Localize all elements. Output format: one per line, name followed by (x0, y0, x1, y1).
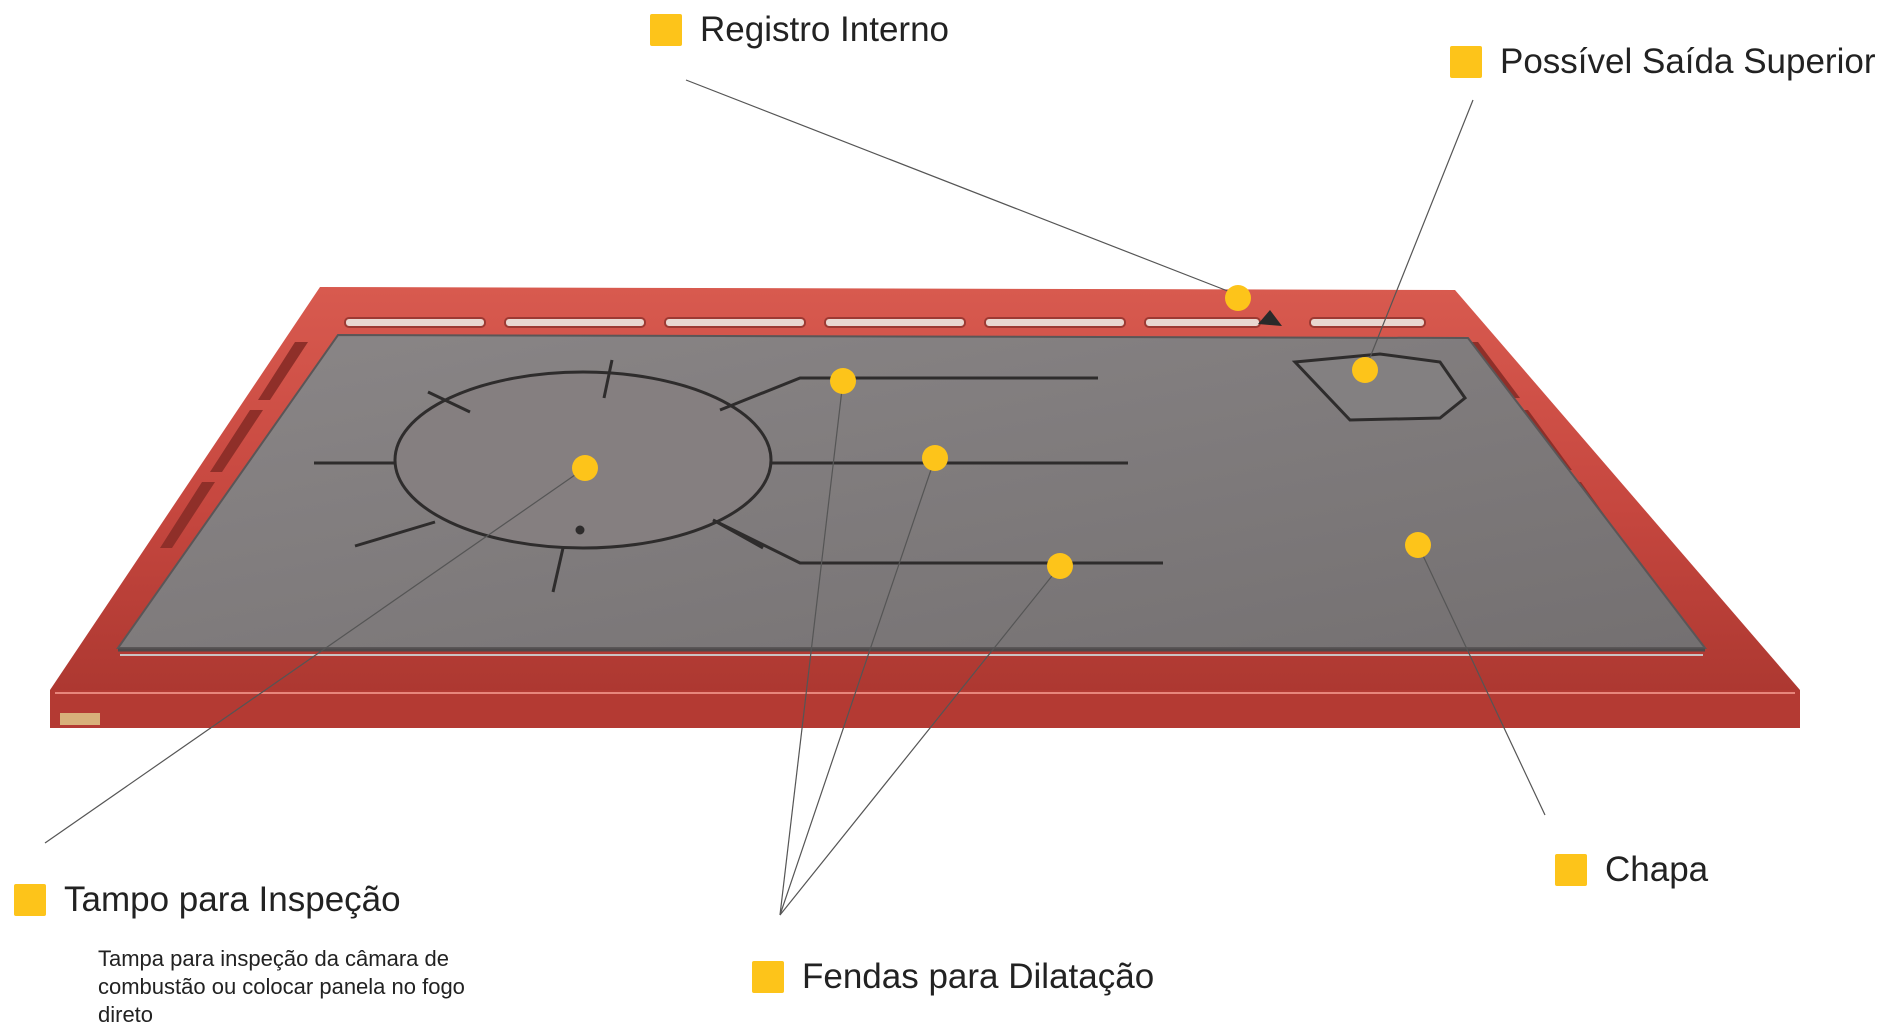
stove-plate (116, 333, 1708, 656)
marker-fenda-1 (830, 368, 856, 394)
label-text: Possível Saída Superior (1500, 42, 1876, 81)
marker-fenda-3 (1047, 553, 1073, 579)
legend-square (650, 14, 682, 46)
label-saida-superior: Possível Saída Superior (1450, 42, 1875, 82)
marker-saida-superior (1352, 357, 1378, 383)
label-text: Chapa (1605, 850, 1709, 889)
markers (572, 285, 1431, 579)
label-chapa: Chapa (1555, 850, 1708, 890)
marker-fenda-2 (922, 445, 948, 471)
leader-lines (44, 79, 1546, 916)
label-text: Tampo para Inspeção (64, 880, 401, 919)
legend-square (752, 961, 784, 993)
legend-square (1555, 854, 1587, 886)
tampo-inspecao-description: Tampa para inspeção da câmara de combust… (98, 946, 465, 1027)
upper-outlet-cover (1291, 352, 1468, 422)
legend-square (1450, 46, 1482, 78)
legend-square (14, 884, 46, 916)
label-text: Registro Interno (700, 10, 950, 49)
label-fendas-dilatacao: Fendas para Dilatação (752, 957, 1154, 997)
label-tampo-inspecao: Tampo para Inspeção (14, 880, 401, 920)
marker-registro-interno (1225, 285, 1251, 311)
label-text: Fendas para Dilatação (802, 957, 1155, 996)
marker-tampo-inspecao (572, 455, 598, 481)
marker-chapa (1405, 532, 1431, 558)
label-registro-interno: Registro Interno (650, 10, 949, 50)
